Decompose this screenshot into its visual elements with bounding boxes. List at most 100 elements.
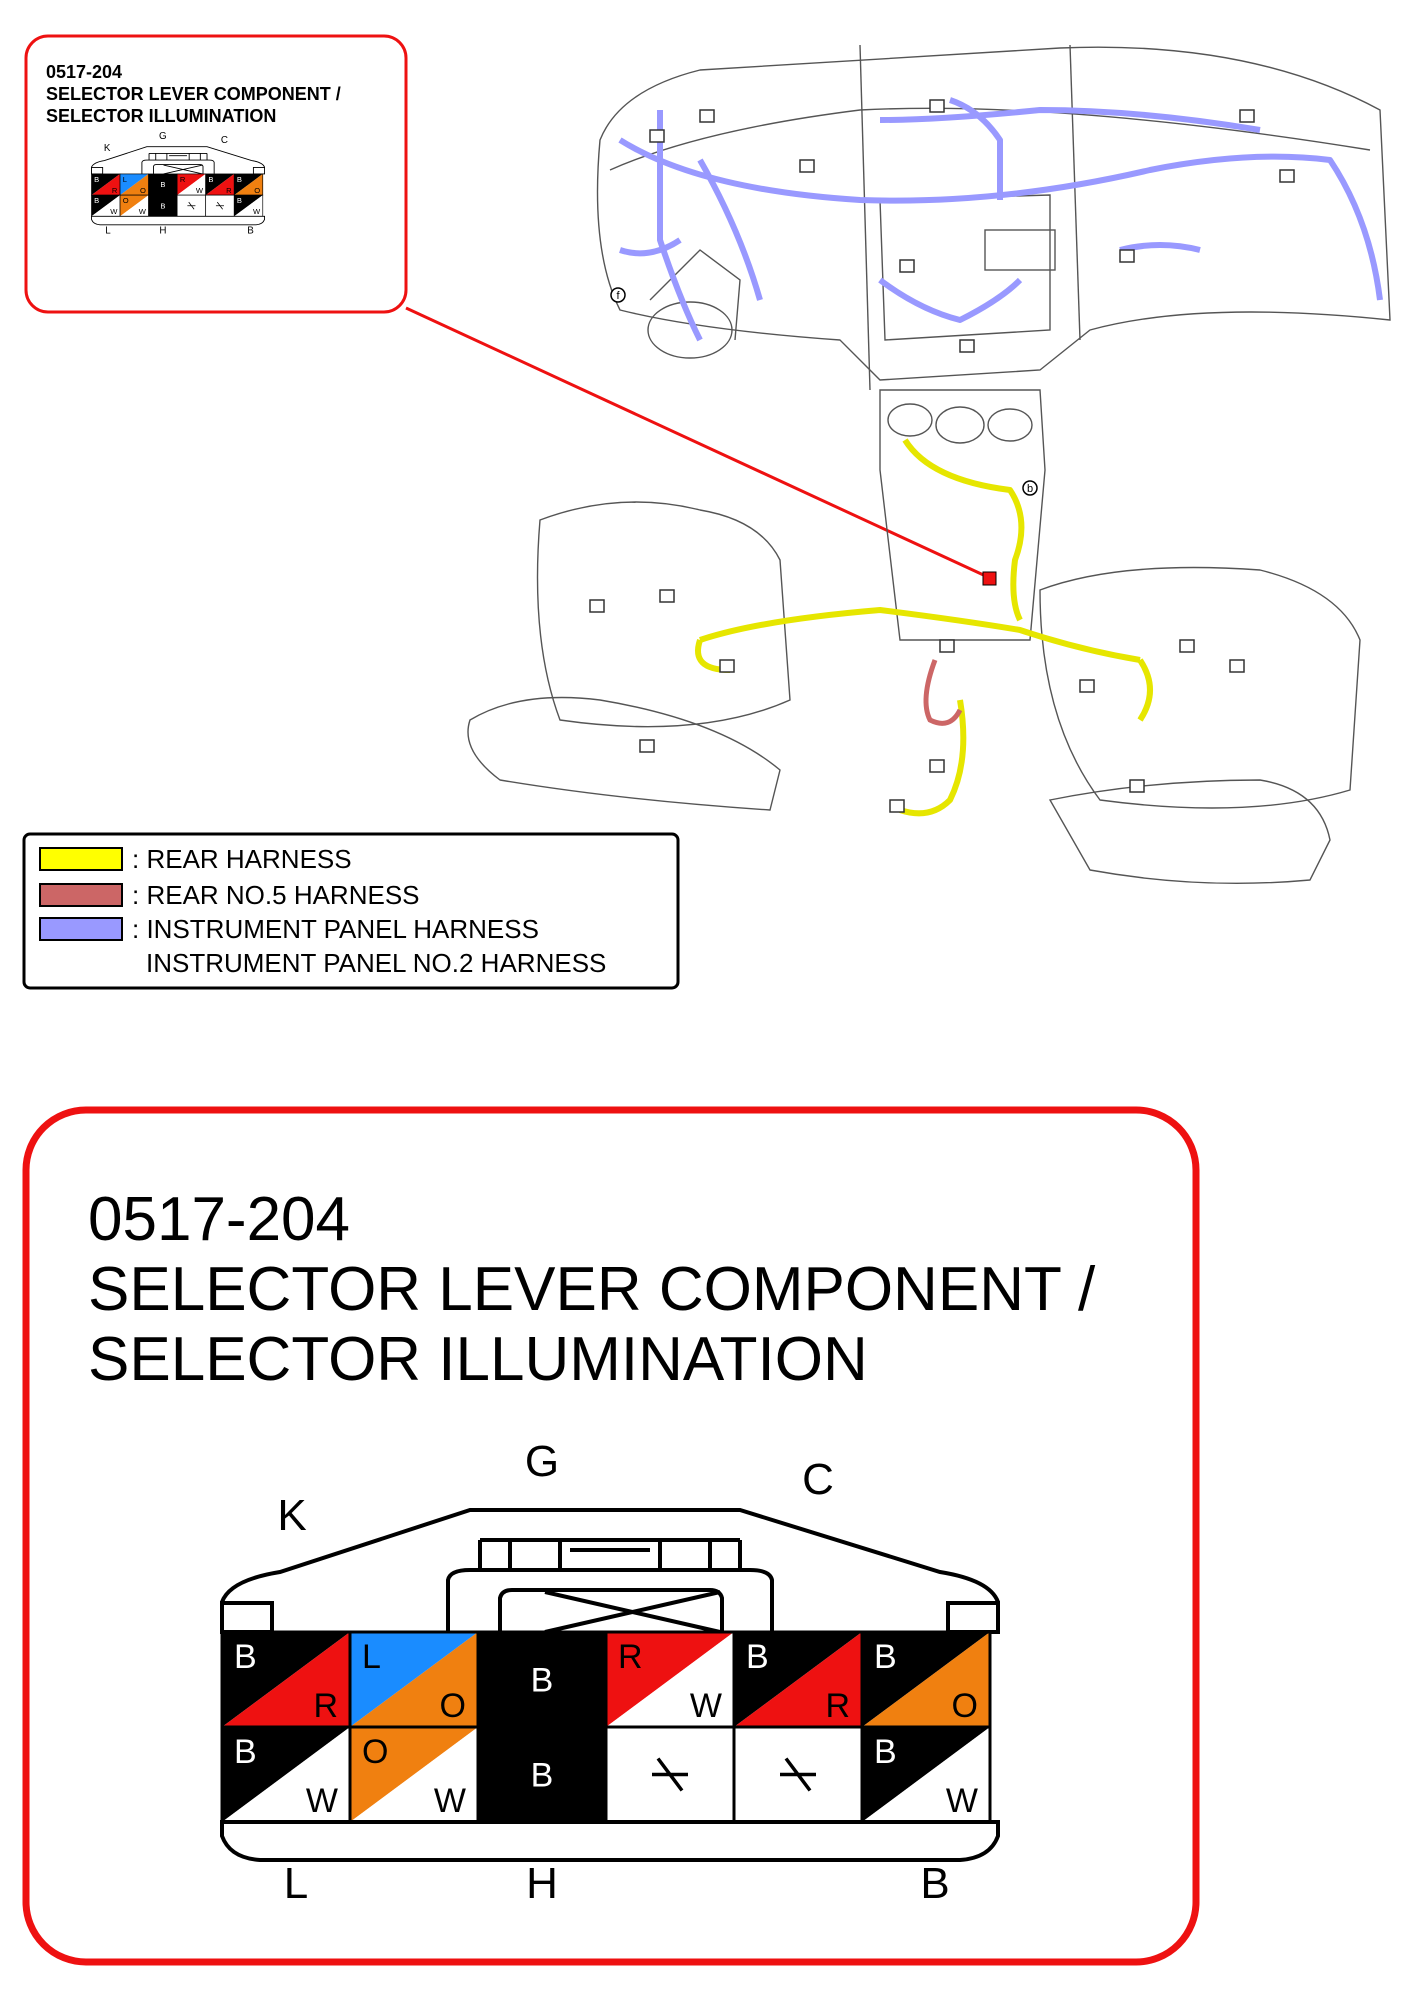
pin-cavity-top-1: BR [91,173,121,196]
wire-color-lower: W [139,207,147,216]
wire-color-upper: B [237,175,242,184]
latch-cross [163,164,203,175]
center-marker: b [1027,483,1033,495]
harness-connectors [589,99,1295,813]
wire-color-upper: O [362,1733,388,1771]
pin-cavity-bottom-3: B [476,1725,608,1824]
unused-pin-marker [215,201,224,210]
connector-latch [446,1568,774,1632]
wire-color-upper: B [874,1638,897,1676]
pin-cavity-bottom-2: OW [348,1725,480,1824]
pin-letter-bottom-left: L [284,1859,308,1908]
pin-letter-bottom-mid: H [526,1859,558,1908]
pin-letter-top-left: K [277,1491,306,1540]
wire-color-lower: R [825,1687,850,1725]
wire-color-lower: R [313,1687,338,1725]
wire-color-upper: R [618,1638,643,1676]
wire-color-upper: B [746,1638,769,1676]
pin-cavity-bottom-2: OW [119,194,149,217]
wire-color-upper: B [94,175,99,184]
wire-color-lower: W [434,1782,466,1820]
pin-cavity-bottom-3: B [148,194,178,217]
small-connector-callout: 0517-204 SELECTOR LEVER COMPONENT / SELE… [24,34,408,314]
leader-line [405,306,991,580]
pin-cavity-bottom-6: BW [860,1725,992,1824]
wire-color-lower: R [226,186,232,195]
small-connector-name-line2: SELECTOR ILLUMINATION [46,106,276,126]
harness-markers: f b [610,287,1038,496]
pin-cavity-top-5: BR [205,173,235,196]
pin-cavity-top-2: LO [348,1630,480,1729]
connector-housing-bottom [91,215,266,226]
unused-pin-marker [187,201,196,210]
legend-swatch-rear [39,847,123,871]
legend-label-rear-no5: : REAR NO.5 HARNESS [132,880,420,910]
pin-letter-top-right: C [221,135,228,146]
unused-pin-marker [652,1757,688,1792]
wire-color-upper: L [123,175,127,184]
wire-color-lower: R [112,186,118,195]
pin-cavity-bottom-5 [732,1725,864,1824]
rear-no5-harness [923,659,963,726]
connector-code: 0517-204 [88,1185,350,1254]
connector-name-line2: SELECTOR ILLUMINATION [88,1325,868,1394]
small-connector-name-line1: SELECTOR LEVER COMPONENT / [46,84,341,104]
pin-letter-bottom-right: B [247,225,254,236]
pin-cavity-bottom-5 [205,194,235,217]
wire-color-lower: O [952,1687,978,1725]
wire-color-lower: W [306,1782,338,1820]
wire-color-lower: W [690,1687,722,1725]
legend-swatch-instrument-panel [39,917,123,941]
wire-color-upper: B [208,175,213,184]
wire-color-lower: W [253,207,261,216]
vehicle-line-art [467,44,1391,885]
wire-color-upper: B [234,1733,257,1771]
pin-cavity-top-1: BR [220,1630,352,1729]
connector-latch [141,159,215,174]
instrument-panel-harness [618,97,1383,342]
pin-cavity-bottom-1: BW [220,1725,352,1824]
pin-letter-bottom-mid: H [159,225,166,236]
wire-color-label: B [160,201,165,210]
pin-letter-top-mid: G [159,131,167,142]
pin-cavity-bottom-6: BW [233,194,264,217]
wire-color-lower: O [254,186,260,195]
wire-color-lower: O [140,186,146,195]
wire-color-upper: O [123,196,129,205]
connector-location-marker [982,571,997,586]
small-connector-code: 0517-204 [46,62,122,82]
legend-swatch-rear-no5 [39,883,123,907]
pin-letter-top-mid: G [525,1437,559,1486]
wire-color-upper: B [94,196,99,205]
wire-color-upper: B [234,1638,257,1676]
wire-color-label: B [160,180,165,189]
legend-label-rear: : REAR HARNESS [132,844,352,874]
pin-cavity-top-6: BO [233,173,264,196]
connector-latch-inner [153,164,204,174]
left-marker: f [616,290,620,302]
pin-letter-bottom-right: B [920,1859,949,1908]
housing-tab-right [946,1601,1000,1634]
connector-name-line1: SELECTOR LEVER COMPONENT / [88,1255,1096,1324]
housing-tab-right [252,167,266,175]
pin-cavity-top-4: RW [176,173,207,196]
large-connector-callout: 0517-204 SELECTOR LEVER COMPONENT / SELE… [22,1106,1200,1966]
harness-legend: : REAR HARNESS : REAR NO.5 HARNESS : INS… [22,832,680,990]
pin-cavity-top-4: RW [604,1630,736,1729]
unused-pin-marker [780,1757,816,1792]
legend-label-instrument-panel: : INSTRUMENT PANEL HARNESS [132,914,539,944]
wire-color-upper: B [874,1733,897,1771]
pin-cavity-top-3: B [148,173,178,196]
pin-letter-top-left: K [104,143,111,154]
wire-color-label: B [531,1662,554,1700]
wire-color-upper: B [237,196,242,205]
wire-color-lower: W [196,186,204,195]
pin-letter-bottom-left: L [105,225,111,236]
wire-color-upper: L [362,1638,381,1676]
wire-color-lower: W [946,1782,978,1820]
pin-cavity-top-2: LO [119,173,149,196]
connector-housing-bottom [220,1820,1000,1862]
